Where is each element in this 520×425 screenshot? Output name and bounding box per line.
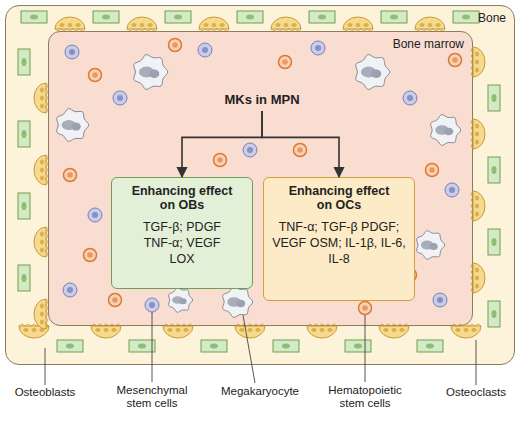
cell-type-label: Hematopoietic stem cells: [322, 384, 408, 410]
region-label: Bone marrow: [393, 37, 464, 51]
factor-list: TGF-β; PDGF TNF-α; VEGF LOX: [137, 219, 227, 268]
cell-type-label: Mesenchymal stem cells: [112, 384, 192, 410]
region-label: Bone: [478, 11, 506, 25]
factor-list: TNF-α; TGF-β PDGF; VEGF OSM; IL-1β, IL-6…: [269, 219, 409, 268]
cell-type-label: Megakaryocyte: [210, 385, 310, 398]
bone-marrow-region: Bone marrowMKs in MPN Enhancing effect on…: [48, 31, 473, 326]
osteoclast-effect-box: Enhancing effect on OCsTNF-α; TGF-β PDGF…: [263, 177, 415, 301]
cell-type-label: Osteoblasts: [5, 386, 85, 399]
megakaryocyte-source: MKs in MPN: [202, 89, 322, 111]
bone-region: BoneBone marrowMKs in MPN Enhancing effec…: [5, 5, 515, 365]
cell-type-label: Osteoclasts: [436, 386, 516, 399]
box-heading: Enhancing effect on OCs: [284, 184, 394, 213]
box-heading: Enhancing effect on OBs: [127, 184, 237, 213]
source-label: MKs in MPN: [202, 89, 322, 111]
osteoblast-effect-box: Enhancing effect on OBsTGF-β; PDGF TNF-α…: [111, 177, 253, 289]
